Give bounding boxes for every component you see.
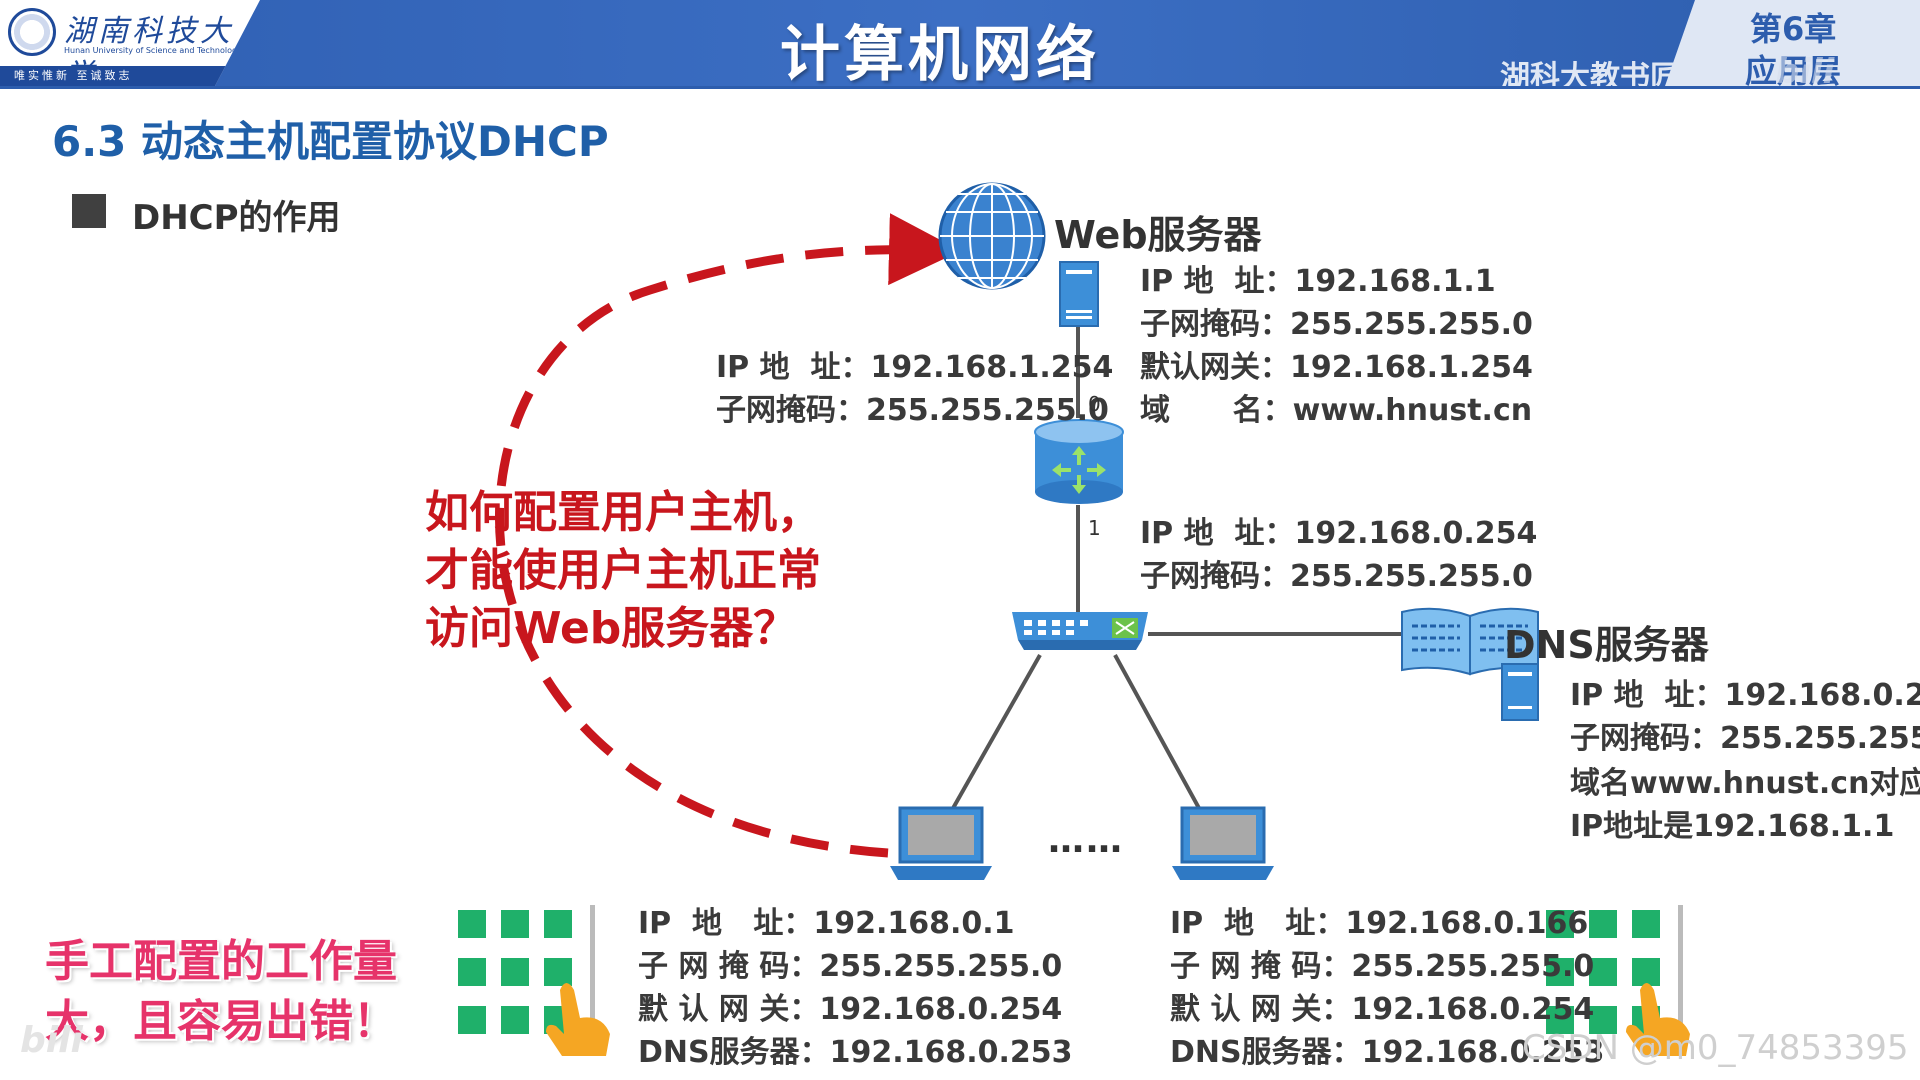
host2-dns: DNS服务器：192.168.0.253 [1170, 1035, 1605, 1070]
router-port1-label: 1 [1088, 516, 1101, 540]
host1-mask: 子 网 掩 码：255.255.255.0 [638, 949, 1063, 984]
laptop-host2-icon [1172, 806, 1274, 880]
dashed-arc-arrow [495, 213, 961, 858]
web-server-gateway: 默认网关：192.168.1.254 [1140, 350, 1533, 385]
csdn-watermark: CSDN @m0_74853395 [1522, 1028, 1909, 1068]
warning-line-1: 手工配置的工作量 [45, 936, 397, 987]
header-divider [0, 86, 1920, 89]
router-port0-mask: 子网掩码：255.255.255.0 [716, 393, 1109, 428]
host1-gateway: 默 认 网 关：192.168.0.254 [638, 992, 1063, 1027]
more-hosts-ellipsis: …… [1048, 820, 1124, 861]
router-port0-ip: IP 地 址：192.168.1.254 [716, 350, 1114, 385]
globe-icon [938, 182, 1046, 290]
keypad-hand-icon-left [458, 905, 610, 1056]
dns-server-title: DNS服务器 [1504, 623, 1709, 667]
laptop-host1-icon [890, 806, 992, 880]
link-switch-host1 [950, 654, 1042, 811]
router-icon [1034, 419, 1124, 504]
header-subtitle: 湖科大教书匠 [1500, 60, 1680, 95]
warning-line-2: 大，且容易出错！ [45, 996, 397, 1047]
dns-server-icon [1501, 663, 1539, 721]
school-logo-panel: 湖南科技大学 Hunan University of Science and T… [0, 0, 260, 86]
bullet-square-icon [72, 194, 106, 228]
question-line-3: 访问Web服务器？ [425, 603, 798, 654]
chapter-name: 应用层 [1745, 52, 1842, 90]
router-port1-ip: IP 地 址：192.168.0.254 [1140, 516, 1538, 551]
course-title: 计算机网络 [780, 20, 1100, 90]
dns-book-icon [1401, 607, 1539, 676]
school-seal-icon [8, 8, 56, 56]
question-text: 如何配置用户主机， 才能使用户主机正常 访问Web服务器？ [425, 484, 821, 658]
web-server-title: Web服务器 [1054, 213, 1262, 257]
link-switch-host2 [1113, 654, 1202, 811]
web-server-icon [1059, 261, 1099, 327]
bilibili-watermark-icon: bili [1775, 52, 1835, 92]
host2-ip: IP 地 址：192.168.0.166 [1170, 906, 1589, 941]
warning-text: 手工配置的工作量 大，且容易出错！ [45, 932, 397, 1052]
school-en-text: Hunan University of Science and Technolo… [64, 46, 242, 55]
router-port1-mask: 子网掩码：255.255.255.0 [1140, 559, 1533, 594]
web-server-mask: 子网掩码：255.255.255.0 [1140, 307, 1533, 342]
dns-server-note1: 域名www.hnust.cn对应的 [1570, 766, 1920, 801]
web-server-domain: 域 名：www.hnust.cn [1140, 393, 1533, 428]
dns-server-mask: 子网掩码：255.255.255.0 [1570, 721, 1920, 756]
router-port0-label: 0 [1088, 392, 1101, 416]
question-line-2: 才能使用户主机正常 [425, 545, 821, 596]
question-line-1: 如何配置用户主机， [425, 487, 821, 538]
host1-ip: IP 地 址：192.168.0.1 [638, 906, 1015, 941]
host2-gateway: 默 认 网 关：192.168.0.254 [1170, 992, 1595, 1027]
switch-icon [1012, 612, 1148, 650]
bullet-heading: DHCP的作用 [132, 198, 341, 238]
host1-dns: DNS服务器：192.168.0.253 [638, 1035, 1073, 1070]
school-motto: 唯实惟新 至诚致志 [0, 66, 230, 86]
header-bar: 湖南科技大学 Hunan University of Science and T… [0, 0, 1920, 95]
dns-server-ip: IP 地 址：192.168.0.253 [1570, 678, 1920, 713]
web-server-ip: IP 地 址：192.168.1.1 [1140, 264, 1496, 299]
dns-server-note2: IP地址是192.168.1.1 [1570, 809, 1895, 844]
section-title: 6.3 动态主机配置协议DHCP [52, 117, 609, 166]
keypad-hand-icon-right [1546, 905, 1690, 1056]
host2-mask: 子 网 掩 码：255.255.255.0 [1170, 949, 1595, 984]
chapter-number: 第6章 [1750, 10, 1837, 48]
bilibili-logo-icon: bili [20, 1020, 83, 1061]
chapter-tab [1665, 0, 1920, 86]
